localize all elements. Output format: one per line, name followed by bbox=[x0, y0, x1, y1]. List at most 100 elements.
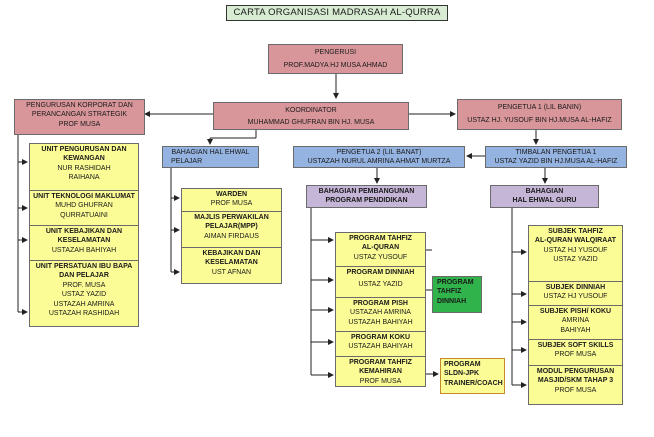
unit-pibg-member-2: USTAZ YAZID bbox=[61, 291, 107, 299]
tahfiz-dinniah-line-3: DINNIAH bbox=[437, 297, 467, 305]
pelajar-panel: WARDEN PROF MUSA MAJLIS PERWAKILAN PELAJ… bbox=[181, 188, 282, 284]
program-tahfiz-title-2: AL-QURAN bbox=[361, 244, 400, 252]
pengerusi-box: PENGERUSI PROF.MADYA HJ MUSA AHMAD bbox=[268, 44, 403, 74]
mpp: MAJLIS PERWAKILAN PELAJAR(MPP) AIMAN FIR… bbox=[182, 211, 281, 247]
kebajikan-pelajar-title-1: KEBAJIKAN DAN bbox=[202, 250, 261, 257]
unit-kewangan-member-1: NUR RASHIDAH bbox=[57, 164, 111, 172]
modul-pengurusan-title-1: MODUL PENGURUSAN bbox=[536, 368, 615, 375]
subjek-dinniah-title: SUBJEK DINNIAH bbox=[545, 284, 606, 291]
program-kemahiran-member: PROF MUSA bbox=[359, 377, 402, 385]
program-koku: PROGRAM KOKU USTAZAH BAHIYAH bbox=[336, 331, 425, 356]
program-tahfiz-title-1: PROGRAM TAHFIZ bbox=[349, 235, 412, 242]
unit-pibg-title-1: UNIT PERSATUAN IBU BAPA bbox=[35, 263, 133, 270]
program-dinniah: PROGRAM DINNIAH USTAZ YAZID bbox=[336, 266, 425, 297]
pembangunan-role-1: BAHAGIAN PEMBANGUNAN bbox=[318, 188, 415, 195]
mpp-member: AIMAN FIRDAUS bbox=[204, 232, 259, 240]
sldn-line-2: SLDN-JPK bbox=[444, 370, 480, 378]
pengetua-1-role: PENGETUA 1 (LIL BANIN) bbox=[497, 104, 582, 111]
unit-pibg-member-1: PROF. MUSA bbox=[62, 281, 106, 289]
hal-ehwal-guru-role-1: BAHAGIAN bbox=[525, 188, 564, 195]
korporat-box: PENGURUSAN KORPORAT DAN PERANCANGAN STRA… bbox=[14, 99, 145, 135]
subjek-dinniah-member: USTAZ HJ YUSOUF bbox=[543, 293, 608, 301]
hal-ehwal-pelajar-box: BAHAGIAN HAL EHWAL PELAJAR bbox=[162, 146, 259, 168]
unit-kebajikan: UNIT KEBAJIKAN DAN KESELAMATAN USTAZAH B… bbox=[30, 225, 138, 260]
mpp-title-1: MAJLIS PERWAKILAN bbox=[194, 214, 269, 221]
unit-kewangan-member-2: RAIHANA bbox=[68, 174, 100, 182]
subjek-pish-koku-title: SUBJEK PISH/ KOKU bbox=[539, 308, 612, 315]
unit-kebajikan-title-2: KESELAMATAN bbox=[57, 237, 111, 245]
program-kemahiran-title-2: KEMAHIRAN bbox=[359, 368, 402, 376]
pembangunan-role-2: PROGRAM PENDIDIKAN bbox=[325, 197, 408, 205]
unit-teknologi-title: UNIT TEKNOLOGI MAKLUMAT bbox=[33, 193, 135, 200]
program-tahfiz: PROGRAM TAHFIZ AL-QURAN USTAZ YUSOUF bbox=[336, 233, 425, 266]
koordinator-name: MUHAMMAD GHUFRAN BIN HJ. MUSA bbox=[247, 119, 375, 127]
sldn-line-3: TRAINER/COACH bbox=[444, 379, 503, 387]
subjek-tahfiz-title-1: SUBJEK TAHFIZ bbox=[548, 228, 603, 235]
unit-kebajikan-title-1: UNIT KEBAJIKAN DAN bbox=[45, 228, 123, 235]
timbalan-pengetua-name: USTAZ YAZID BIN HJ.MUSA AL-HAFIZ bbox=[494, 158, 618, 166]
unit-teknologi-member-1: MUHD GHUFRAN bbox=[55, 202, 113, 210]
chart-title: CARTA ORGANISASI MADRASAH AL-QURRA bbox=[226, 5, 448, 21]
subjek-tahfiz-member-1: USTAZ HJ YUSOUF bbox=[543, 246, 608, 254]
program-sldn-box: PROGRAM SLDN-JPK TRAINER/COACH bbox=[440, 358, 505, 394]
modul-pengurusan: MODUL PENGURUSAN MASJID/SKM TAHAP 3 PROF… bbox=[529, 365, 622, 396]
kebajikan-pelajar-member: UST AFNAN bbox=[211, 268, 252, 276]
unit-pibg-title-2: DAN PELAJAR bbox=[59, 272, 109, 280]
program-kemahiran: PROGRAM TAHFIZ KEMAHIRAN PROF MUSA bbox=[336, 356, 425, 387]
programs-panel: PROGRAM TAHFIZ AL-QURAN USTAZ YUSOUF PRO… bbox=[335, 232, 426, 387]
hal-ehwal-pelajar-role-1: BAHAGIAN HAL EHWAL bbox=[171, 149, 250, 156]
korporat-role-2: PERANCANGAN STRATEGIK bbox=[31, 111, 128, 119]
unit-pibg: UNIT PERSATUAN IBU BAPA DAN PELAJAR PROF… bbox=[30, 260, 138, 320]
unit-kewangan-title-2: KEWANGAN bbox=[63, 155, 105, 163]
subjects-panel: SUBJEK TAHFIZ AL-QURAN WALQIRAAT USTAZ H… bbox=[528, 225, 623, 405]
program-dinniah-title: PROGRAM DINNIAH bbox=[346, 269, 415, 276]
unit-pibg-member-3: USTAZAH AMRINA bbox=[53, 300, 115, 308]
pengetua-2-role: PENGETUA 2 (LIL BANAT) bbox=[336, 149, 422, 156]
sldn-line-1: PROGRAM bbox=[444, 361, 481, 368]
program-kemahiran-title-1: PROGRAM TAHFIZ bbox=[349, 359, 412, 366]
pengerusi-role: PENGERUSI bbox=[314, 49, 357, 56]
tahfiz-dinniah-line-1: PROGRAM bbox=[437, 279, 474, 286]
mpp-title-2: PELAJAR(MPP) bbox=[205, 223, 258, 231]
program-pish: PROGRAM PISH USTAZAH AMRINA USTAZAH BAHI… bbox=[336, 297, 425, 331]
hal-ehwal-pelajar-role-2: PELAJAR bbox=[171, 158, 203, 166]
program-pish-member-1: USTAZAH AMRINA bbox=[350, 309, 411, 317]
timbalan-pengetua-box: TIMBALAN PENGETUA 1 USTAZ YAZID BIN HJ.M… bbox=[485, 146, 627, 168]
subjek-pish-koku: SUBJEK PISH/ KOKU AMRINA BAHIYAH bbox=[529, 305, 622, 339]
modul-pengurusan-title-2: MASJID/SKM TAHAP 3 bbox=[537, 377, 614, 385]
subjek-tahfiz-member-2: USTAZ YAZID bbox=[553, 256, 598, 264]
unit-teknologi: UNIT TEKNOLOGI MAKLUMAT MUHD GHUFRAN QUR… bbox=[30, 190, 138, 225]
subjek-soft-skills: SUBJEK SOFT SKILLS PROF MUSA bbox=[529, 339, 622, 365]
subjek-tahfiz: SUBJEK TAHFIZ AL-QURAN WALQIRAAT USTAZ H… bbox=[529, 226, 622, 281]
korporat-role-1: PENGURUSAN KORPORAT DAN bbox=[26, 102, 133, 109]
modul-pengurusan-member: PROF MUSA bbox=[554, 386, 597, 394]
pengetua-1-box: PENGETUA 1 (LIL BANIN) USTAZ HJ. YUSOUF … bbox=[457, 99, 622, 130]
koordinator-box: KOORDINATOR MUHAMMAD GHUFRAN BIN HJ. MUS… bbox=[213, 102, 409, 130]
koordinator-role: KOORDINATOR bbox=[285, 107, 337, 114]
subjek-soft-skills-title: SUBJEK SOFT SKILLS bbox=[537, 342, 614, 349]
timbalan-pengetua-role: TIMBALAN PENGETUA 1 bbox=[515, 149, 597, 156]
kebajikan-pelajar: KEBAJIKAN DAN KESELAMATAN UST AFNAN bbox=[182, 247, 281, 278]
kebajikan-pelajar-title-2: KESELAMATAN bbox=[205, 259, 258, 267]
subjek-soft-skills-member: PROF MUSA bbox=[554, 351, 597, 359]
hal-ehwal-guru-role-2: HAL EHWAL GURU bbox=[512, 197, 577, 205]
hal-ehwal-guru-box: BAHAGIAN HAL EHWAL GURU bbox=[490, 185, 599, 208]
warden-member: PROF MUSA bbox=[210, 200, 253, 208]
korporat-name: PROF MUSA bbox=[58, 120, 101, 128]
program-koku-member: USTAZAH BAHIYAH bbox=[348, 343, 413, 351]
unit-pibg-member-4: USTAZAH RASHIDAH bbox=[48, 310, 120, 318]
program-pish-member-2: USTAZAH BAHIYAH bbox=[348, 318, 413, 326]
program-koku-title: PROGRAM KOKU bbox=[350, 334, 411, 341]
warden: WARDEN PROF MUSA bbox=[182, 189, 281, 211]
program-tahfiz-dinniah-box: PROGRAM TAHFIZ DINNIAH bbox=[432, 276, 482, 313]
units-panel: UNIT PENGURUSAN DAN KEWANGAN NUR RASHIDA… bbox=[29, 143, 139, 327]
warden-title: WARDEN bbox=[215, 191, 248, 198]
unit-kewangan: UNIT PENGURUSAN DAN KEWANGAN NUR RASHIDA… bbox=[30, 144, 138, 190]
subjek-pish-koku-member-2: BAHIYAH bbox=[560, 326, 591, 334]
pengetua-1-name: USTAZ HJ. YUSOUF BIN HJ.MUSA AL-HAFIZ bbox=[467, 117, 612, 125]
pengerusi-name: PROF.MADYA HJ MUSA AHMAD bbox=[283, 62, 388, 70]
program-tahfiz-member: USTAZ YUSOUF bbox=[353, 253, 408, 261]
unit-teknologi-member-2: QURRATUAINI bbox=[60, 211, 108, 219]
